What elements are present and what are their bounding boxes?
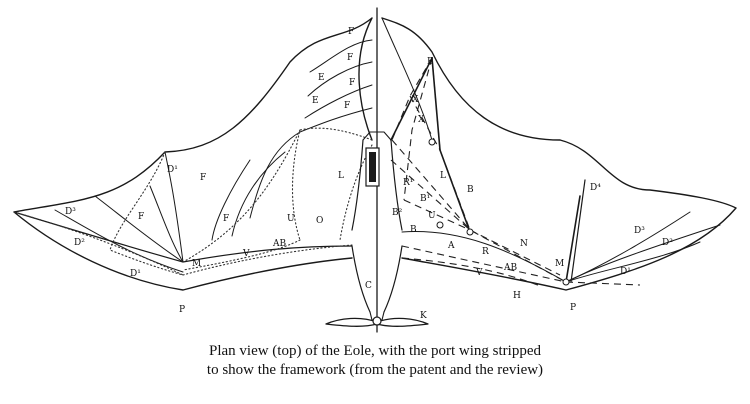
label-H: H	[513, 291, 521, 301]
label-F: F	[349, 78, 355, 88]
label-D3: D³	[634, 226, 645, 236]
diagram-labels: F E F F E F D¹ F L D³ F F U O D² AB V M …	[65, 27, 673, 321]
label-F: F	[348, 27, 354, 37]
figure-caption: Plan view (top) of the Eole, with the po…	[0, 342, 750, 380]
label-N: N	[520, 239, 528, 249]
right-wing-framework	[390, 57, 721, 287]
label-X: X	[418, 115, 425, 125]
label-K: K	[420, 311, 427, 321]
label-D1: D¹	[620, 267, 631, 277]
central-frame	[325, 131, 429, 327]
label-R1: R¹	[403, 178, 413, 188]
label-P: P	[570, 303, 576, 313]
left-wing-trailing-edge	[13, 211, 353, 263]
label-U: U	[428, 211, 436, 221]
label-B1: B¹	[420, 194, 430, 204]
label-B: B	[467, 185, 474, 195]
left-wing-dotted-frame	[13, 127, 373, 276]
label-P: P	[179, 305, 185, 315]
label-D1: D¹	[167, 165, 178, 175]
right-wing-panel	[381, 17, 433, 141]
label-E: E	[318, 73, 325, 83]
label-X: X	[412, 95, 419, 105]
label-AB: AB	[272, 239, 286, 249]
label-B: B	[410, 225, 417, 235]
label-AB: AB	[503, 263, 517, 273]
label-M: M	[192, 259, 201, 269]
left-wing-outline	[13, 17, 373, 291]
label-U: U	[287, 214, 295, 224]
label-V: V	[475, 268, 483, 278]
label-F: F	[344, 101, 350, 111]
label-F: F	[347, 53, 353, 63]
label-D3: D³	[65, 207, 76, 217]
label-F: F	[223, 214, 229, 224]
label-B2: B²	[392, 208, 403, 218]
label-R: R	[482, 247, 489, 257]
label-E: E	[427, 57, 434, 67]
label-V: V	[242, 249, 250, 259]
right-wing-outline	[381, 17, 737, 291]
label-C: C	[365, 281, 372, 291]
label-D2: D²	[662, 238, 673, 248]
label-M: M	[555, 259, 564, 269]
caption-line-2: to show the framework (from the patent a…	[206, 362, 544, 378]
left-wing-ribs	[54, 39, 373, 273]
label-F: F	[200, 173, 206, 183]
label-D4: D⁴	[590, 183, 601, 193]
caption-line-1: Plan view (top) of the Eole, with the po…	[208, 343, 542, 359]
label-O: O	[316, 216, 323, 226]
label-E: E	[312, 96, 319, 106]
label-D1: D¹	[130, 269, 141, 279]
label-L: L	[440, 171, 446, 181]
label-F: F	[138, 212, 144, 222]
label-A: A	[447, 241, 455, 251]
label-D2: D²	[74, 238, 85, 248]
label-L: L	[338, 171, 344, 181]
